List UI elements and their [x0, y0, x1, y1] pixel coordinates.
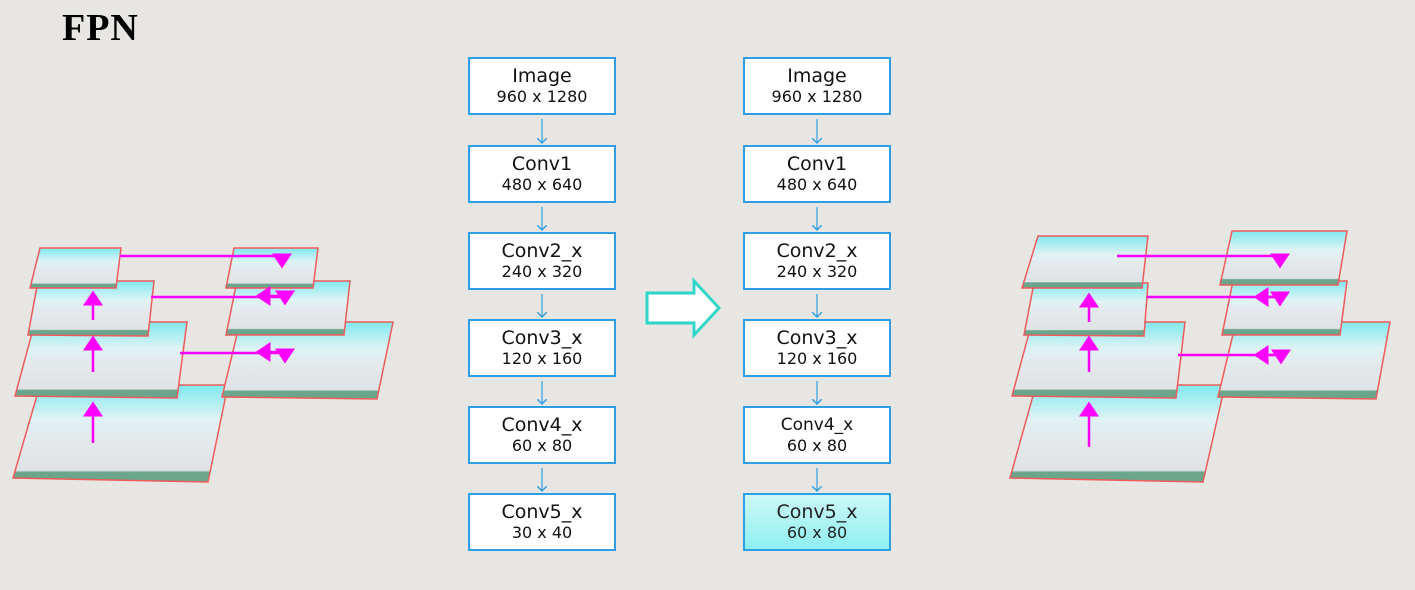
lateral-arrow [120, 253, 292, 269]
left-bottomup-level-1 [12, 384, 229, 483]
right-bottomup-level-1 [1009, 384, 1226, 483]
left-topdown-level-2 [225, 280, 351, 336]
box-dimension: 240 x 320 [501, 262, 583, 281]
box-label: Conv3_x [776, 327, 858, 349]
right-bottomup-level-4 [1020, 235, 1149, 289]
right-pyramid-arrows [1079, 253, 1291, 447]
transition-arrow-icon [645, 277, 722, 339]
right-box-image: Image 960 x 1280 [743, 57, 891, 115]
left-pyramid [12, 247, 229, 483]
left-box-conv5: Conv5_x 30 x 40 [468, 493, 616, 551]
left-bottomup-level-3 [27, 280, 155, 337]
box-dimension: 120 x 160 [501, 349, 583, 368]
box-dimension: 480 x 640 [501, 175, 583, 194]
left-box-conv4: Conv4_x 60 x 80 [468, 406, 616, 464]
right-box-conv4: Conv4_x 60 x 80 [743, 406, 891, 464]
box-label: Conv1 [511, 153, 573, 175]
box-label: Conv2_x [776, 240, 858, 262]
box-dimension: 60 x 80 [786, 523, 848, 542]
box-label: Image [512, 65, 572, 87]
left-box-conv2: Conv2_x 240 x 320 [468, 232, 616, 290]
right-box-conv3: Conv3_x 120 x 160 [743, 319, 891, 377]
right-pyramid [1009, 235, 1226, 483]
box-dimension: 60 x 80 [786, 436, 848, 455]
right-bottomup-level-3 [1023, 282, 1149, 337]
right-box-conv2: Conv2_x 240 x 320 [743, 232, 891, 290]
left-box-conv3: Conv3_x 120 x 160 [468, 319, 616, 377]
right-topdown-level-3 [1219, 230, 1348, 286]
box-dimension: 480 x 640 [776, 175, 858, 194]
box-label: Conv2_x [501, 240, 583, 262]
box-label: Conv3_x [501, 327, 583, 349]
box-label: Image [787, 65, 847, 87]
lateral-arrow [1117, 253, 1290, 269]
box-label: Conv1 [786, 153, 848, 175]
box-dimension: 120 x 160 [776, 349, 858, 368]
box-dimension: 60 x 80 [511, 436, 573, 455]
left-topdown-pyramid [221, 247, 394, 400]
left-bottomup-level-4 [29, 247, 122, 289]
left-topdown-level-3 [225, 247, 319, 289]
box-dimension: 240 x 320 [776, 262, 858, 281]
box-label: Conv5_x [776, 501, 858, 523]
box-dimension: 30 x 40 [511, 523, 573, 542]
left-box-conv1: Conv1 480 x 640 [468, 145, 616, 203]
box-label: Conv4_x [780, 415, 854, 435]
left-box-image: Image 960 x 1280 [468, 57, 616, 115]
right-box-conv1: Conv1 480 x 640 [743, 145, 891, 203]
right-topdown-level-2 [1221, 280, 1348, 336]
box-label: Conv4_x [501, 414, 583, 436]
box-label: Conv5_x [501, 501, 583, 523]
box-dimension: 960 x 1280 [496, 87, 588, 106]
box-dimension: 960 x 1280 [771, 87, 863, 106]
right-box-conv5-highlighted: Conv5_x 60 x 80 [743, 493, 891, 551]
left-pyramid-arrows [83, 253, 295, 443]
diagram-title: FPN [62, 7, 139, 49]
